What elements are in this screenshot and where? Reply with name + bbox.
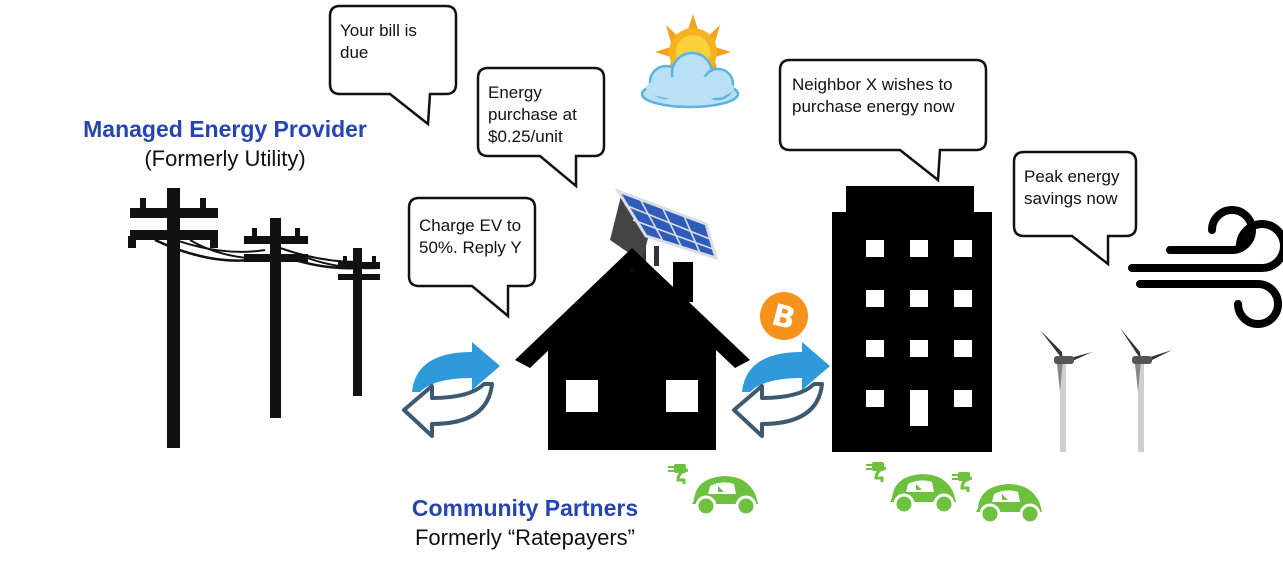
bubble-bill-due: Your bill is due [328, 4, 458, 127]
bubble-energy-purchase: Energy purchase at $0.25/unit [476, 66, 606, 189]
wind-turbine-icon [1120, 328, 1172, 452]
bubble-charge-ev-line-1: Charge EV to [419, 216, 521, 235]
bubble-energy-purchase-line-2: purchase at [488, 105, 577, 124]
bubble-neighbor-line-2: purchase energy now [792, 97, 955, 116]
bubble-energy-purchase-line-3: $0.25/unit [488, 127, 563, 146]
provider-title: Managed Energy Provider [83, 116, 367, 142]
bubble-neighbor-line-1: Neighbor X wishes to [792, 75, 953, 94]
wind-icon [1128, 206, 1283, 328]
electric-car-icon [950, 470, 1044, 525]
apartment-building-icon [832, 186, 992, 452]
bubble-bill-due-line-1: Your bill is [340, 21, 417, 40]
bubble-peak-savings-line-1: Peak energy [1024, 167, 1120, 186]
power-lines-icon [128, 188, 381, 448]
exchange-arrows-icon [402, 342, 500, 438]
bubble-peak-savings-line-2: savings now [1024, 189, 1118, 208]
bitcoin-icon: B [760, 292, 808, 340]
bubble-charge-ev: Charge EV to 50%. Reply Y [407, 196, 537, 319]
bubble-charge-ev-line-2: 50%. Reply Y [419, 238, 522, 257]
bubble-bill-due-line-2: due [340, 43, 368, 62]
bubble-neighbor: Neighbor X wishes to purchase energy now [778, 58, 988, 183]
sun-cloud-icon [640, 14, 740, 109]
bubble-energy-purchase-line-1: Energy [488, 83, 542, 102]
wind-turbine-icon [1040, 330, 1092, 452]
partners-title: Community Partners [411, 495, 639, 521]
solar-panel-icon [610, 188, 719, 266]
provider-subtitle: (Formerly Utility) [144, 146, 306, 171]
partners-subtitle: Formerly “Ratepayers” [414, 525, 636, 550]
house-icon [515, 248, 750, 450]
bubble-peak-savings: Peak energy savings now [1012, 150, 1138, 267]
electric-car-icon [864, 460, 958, 515]
exchange-arrows-icon [732, 342, 830, 438]
